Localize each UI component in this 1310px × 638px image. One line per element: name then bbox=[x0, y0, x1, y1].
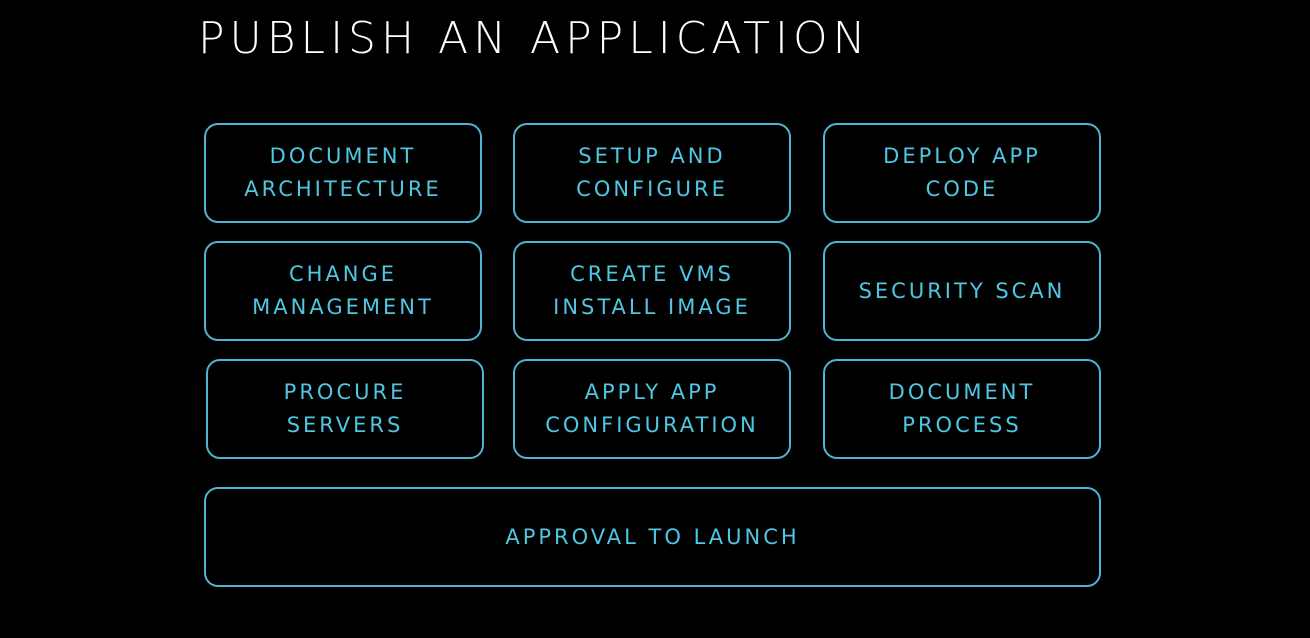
box-create-vms-install-image: CREATE VMS INSTALL IMAGE bbox=[513, 241, 791, 341]
box-apply-app-configuration: APPLY APP CONFIGURATION bbox=[513, 359, 791, 459]
box-create-vms-install-image-label: CREATE VMS INSTALL IMAGE bbox=[553, 262, 751, 319]
box-change-management: CHANGE MANAGEMENT bbox=[204, 241, 482, 341]
box-deploy-app-code-label: DEPLOY APP CODE bbox=[883, 144, 1041, 201]
box-deploy-app-code: DEPLOY APP CODE bbox=[823, 123, 1101, 223]
box-security-scan-label: SECURITY SCAN bbox=[858, 278, 1066, 303]
box-document-architecture-label: DOCUMENT ARCHITECTURE bbox=[244, 144, 442, 201]
box-security-scan: SECURITY SCAN bbox=[823, 241, 1101, 341]
box-setup-and-configure-label: SETUP AND CONFIGURE bbox=[576, 144, 728, 201]
box-setup-and-configure: SETUP AND CONFIGURE bbox=[513, 123, 791, 223]
box-approval-to-launch-label: APPROVAL TO LAUNCH bbox=[505, 524, 800, 549]
box-procure-servers-label: PROCURE SERVERS bbox=[283, 380, 407, 437]
box-procure-servers: PROCURE SERVERS bbox=[206, 359, 484, 459]
box-approval-to-launch: APPROVAL TO LAUNCH bbox=[204, 487, 1101, 587]
box-change-management-label: CHANGE MANAGEMENT bbox=[252, 262, 434, 319]
slide-title: PUBLISH AN APPLICATION bbox=[198, 13, 871, 64]
box-apply-app-configuration-label: APPLY APP CONFIGURATION bbox=[545, 380, 759, 437]
box-document-process-label: DOCUMENT PROCESS bbox=[888, 380, 1036, 437]
box-document-process: DOCUMENT PROCESS bbox=[823, 359, 1101, 459]
box-document-architecture: DOCUMENT ARCHITECTURE bbox=[204, 123, 482, 223]
